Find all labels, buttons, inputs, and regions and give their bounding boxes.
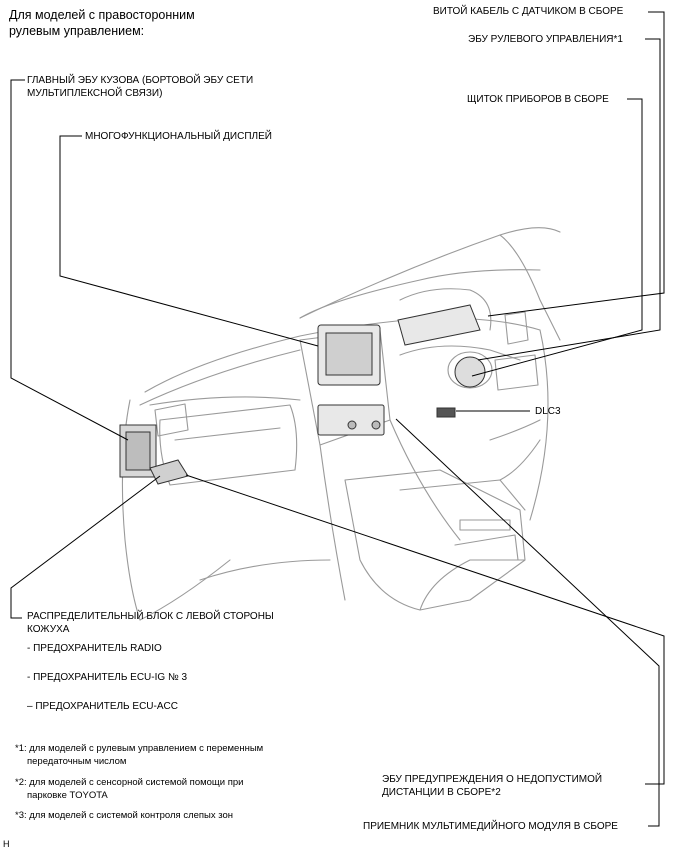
leader-combination-meter <box>471 98 643 377</box>
glovebox <box>159 404 298 486</box>
leader-multimedia-receiver <box>395 418 660 827</box>
combination-meter <box>397 304 481 346</box>
center-console <box>344 469 526 611</box>
label-main-body-ecu-1: ГЛАВНЫЙ ЭБУ КУЗОВА (БОРТОВОЙ ЭБУ СЕТИ <box>27 75 254 86</box>
leader-spiral-cable <box>487 11 665 317</box>
label-main-body-ecu-2: МУЛЬТИПЛЕКСНОЙ СВЯЗИ) <box>27 88 163 99</box>
label-clearance-ecu-2: ДИСТАНЦИИ В СБОРЕ*2 <box>382 787 501 798</box>
label-clearance-ecu-1: ЭБУ ПРЕДУПРЕЖДЕНИЯ О НЕДОПУСТИМОЙ <box>382 774 603 785</box>
footnote-1-line-2: передаточным числом <box>27 756 127 767</box>
steering-wheel-hub <box>447 351 493 389</box>
label-multi-display: МНОГОФУНКЦИОНАЛЬНЫЙ ДИСПЛЕЙ <box>85 131 272 142</box>
footnote-2-line-1: *2: для моделей с сенсорной системой пом… <box>15 777 244 788</box>
leader-main-body-ecu <box>10 79 129 441</box>
steering-sensor <box>454 356 486 388</box>
label-spiral-cable: ВИТОЙ КАБЕЛЬ С ДАТЧИКОМ В СБОРЕ <box>433 6 624 17</box>
label-combination-meter: ЩИТОК ПРИБОРОВ В СБОРЕ <box>467 94 609 105</box>
label-junction-block-1: РАСПРЕДЕЛИТЕЛЬНЫЙ БЛОК С ЛЕВОЙ СТОРОНЫ <box>27 611 274 622</box>
dlc3-connector <box>436 407 456 418</box>
label-dlc3: DLC3 <box>535 406 561 417</box>
fuse-ecu-ig3: - ПРЕДОХРАНИТЕЛЬ ECU-IG № 3 <box>27 672 188 683</box>
label-junction-block-2: КОЖУХА <box>27 624 70 635</box>
leader-multi-display <box>59 135 319 347</box>
footnote-3: *3: для моделей с системой контроля слеп… <box>15 810 234 821</box>
label-multimedia-receiver: ПРИЕМНИК МУЛЬТИМЕДИЙНОГО МОДУЛЯ В СБОРЕ <box>363 821 618 832</box>
corner-mark: H <box>3 839 10 849</box>
fuse-radio: - ПРЕДОХРАНИТЕЛЬ RADIO <box>27 643 162 654</box>
leader-clearance-ecu <box>185 474 665 785</box>
audio-panel <box>317 404 385 436</box>
leader-junction-block <box>10 475 161 619</box>
header-line-2: рулевым управлением: <box>9 24 145 38</box>
windshield-outline <box>299 227 561 319</box>
footnote-1-line-1: *1: для моделей с рулевым управлением с … <box>15 743 264 754</box>
header-line-1: Для моделей с правосторонним <box>9 8 195 22</box>
leader-steering-ecu <box>477 38 661 361</box>
footnote-2-line-2: парковке TOYOTA <box>27 790 108 801</box>
fuse-ecu-acc: – ПРЕДОХРАНИТЕЛЬ ECU-ACC <box>27 701 178 712</box>
label-steering-ecu: ЭБУ РУЛЕВОГО УПРАВЛЕНИЯ*1 <box>468 34 623 45</box>
